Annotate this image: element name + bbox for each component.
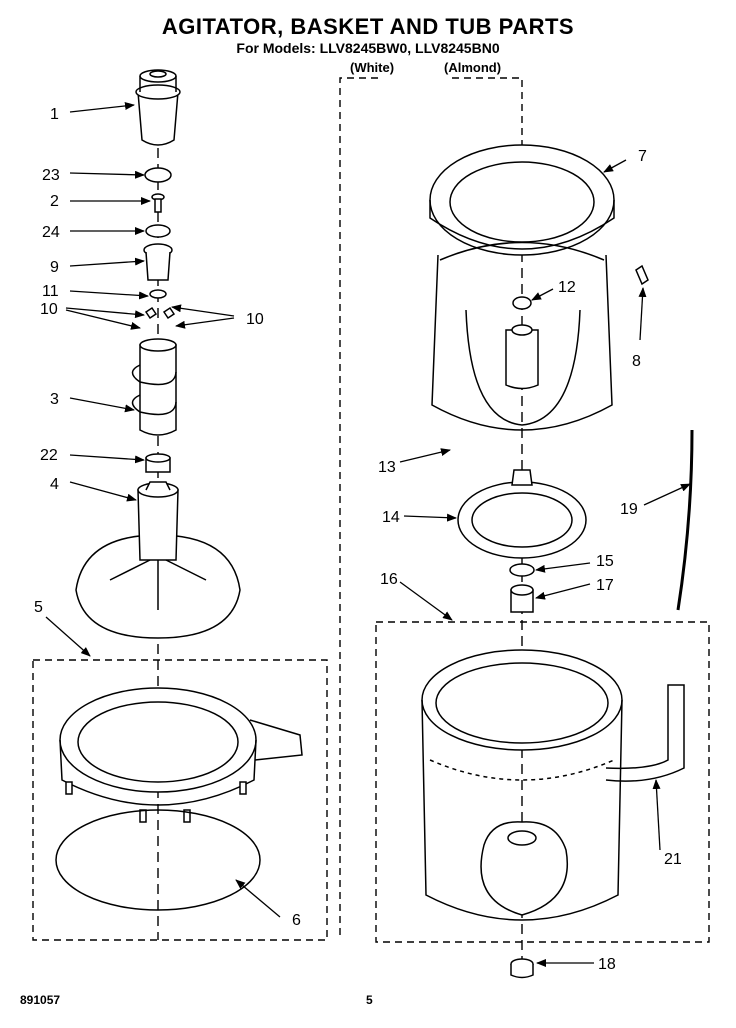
callout-19: 19: [620, 501, 638, 518]
part-17-bearing: [510, 584, 534, 613]
callout-5: 5: [34, 599, 43, 616]
part-6-snap-ring: [55, 809, 261, 911]
assembly-box-5: [32, 659, 328, 941]
model-bracket-right: [452, 77, 523, 140]
callout-16: 16: [380, 571, 398, 588]
part-8-clip: [635, 264, 649, 286]
part-13-basket: [431, 241, 613, 431]
part-22-coupling: [145, 453, 171, 473]
assembly-box-16: [375, 621, 710, 943]
part-19-hose: [676, 429, 694, 611]
callout-18: 18: [598, 956, 616, 973]
part-3-auger: [131, 338, 177, 436]
callout-22: 22: [40, 447, 58, 464]
callout-23: 23: [42, 167, 60, 184]
callout-14: 14: [382, 509, 400, 526]
callout-15: 15: [596, 553, 614, 570]
part-10-dogs: [144, 306, 176, 320]
footer-page-number: 5: [366, 993, 373, 1007]
callout-7: 7: [638, 148, 647, 165]
part-1-dispenser-cup: [135, 69, 181, 146]
part-18-seal: [510, 958, 534, 979]
part-4-agitator-base: [75, 481, 241, 639]
model-subtitle: For Models: LLV8245BW0, LLV8245BN0: [236, 40, 500, 56]
part-12-nut: [512, 296, 532, 310]
part-11-ring: [149, 289, 167, 299]
callout-11: 11: [42, 283, 59, 300]
part-23-ring: [144, 167, 172, 183]
callout-2: 2: [50, 193, 59, 210]
callout-10-right: 10: [246, 311, 264, 328]
part-7-balance-ring: [429, 144, 615, 256]
model-bracket-left: [339, 77, 378, 940]
callout-21: 21: [664, 851, 682, 868]
part-15-ring: [509, 563, 535, 577]
callout-13: 13: [378, 459, 396, 476]
part-5-tub-ring: [59, 687, 303, 823]
callout-12: 12: [558, 279, 576, 296]
diagram-title: AGITATOR, BASKET AND TUB PARTS: [161, 14, 575, 39]
callout-9: 9: [50, 259, 59, 276]
variant-almond-label: (Almond): [444, 60, 502, 75]
callout-6: 6: [292, 912, 301, 929]
part-24-washer: [145, 224, 171, 238]
callout-8: 8: [632, 353, 641, 370]
callout-4: 4: [50, 476, 59, 493]
part-16-tub: [421, 649, 685, 921]
callout-24: 24: [42, 224, 60, 241]
callout-3: 3: [50, 391, 59, 408]
variant-white-label: (White): [350, 60, 395, 75]
callout-10-left: 10: [40, 301, 58, 318]
part-14-hub: [457, 469, 587, 559]
footer-doc-number: 891057: [20, 993, 61, 1007]
callout-1: 1: [50, 106, 59, 123]
callout-17: 17: [596, 577, 614, 594]
part-9-cam: [143, 243, 173, 281]
part-2-bolt: [151, 193, 165, 213]
